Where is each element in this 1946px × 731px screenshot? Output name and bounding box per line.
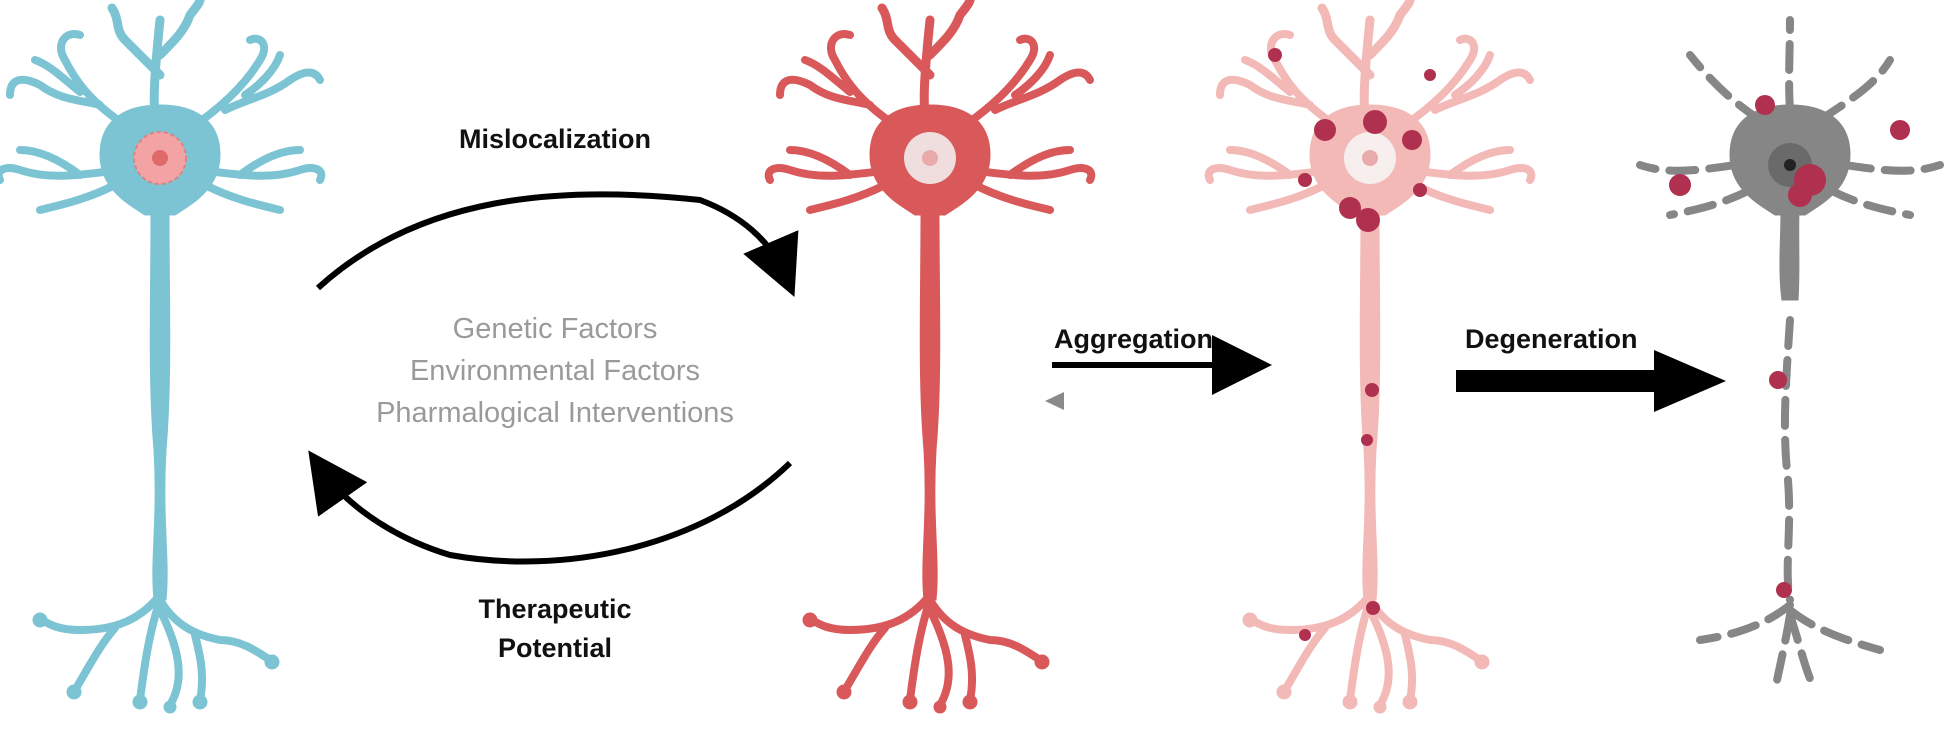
therapeutic-label-line2: Potential — [498, 633, 612, 663]
healthy-neuron-icon — [0, 0, 321, 713]
factor-genetic: Genetic Factors — [453, 313, 658, 345]
degenerated-aggregates-icon — [1669, 95, 1910, 598]
protein-aggregates-icon — [1268, 48, 1436, 641]
degeneration-label: Degeneration — [1465, 324, 1638, 354]
aggregating-neuron-icon — [1209, 0, 1532, 713]
degeneration-arrow-shaft — [1456, 370, 1656, 392]
mislocalized-neuron-icon — [769, 0, 1092, 713]
mislocalization-arrow — [315, 191, 799, 298]
factor-environmental: Environmental Factors — [410, 355, 700, 387]
therapeutic-label-line1: Therapeutic — [478, 594, 631, 624]
therapeutic-potential-arrow — [308, 450, 793, 565]
mislocalization-label: Mislocalization — [459, 124, 651, 154]
reversal-arrowhead-icon — [1045, 392, 1064, 410]
degeneration-arrowhead-icon — [1654, 350, 1726, 412]
factor-pharmalogical: Pharmalogical Interventions — [376, 397, 734, 429]
aggregation-label: Aggregation — [1054, 324, 1213, 354]
degenerating-neuron-icon — [1636, 16, 1944, 694]
